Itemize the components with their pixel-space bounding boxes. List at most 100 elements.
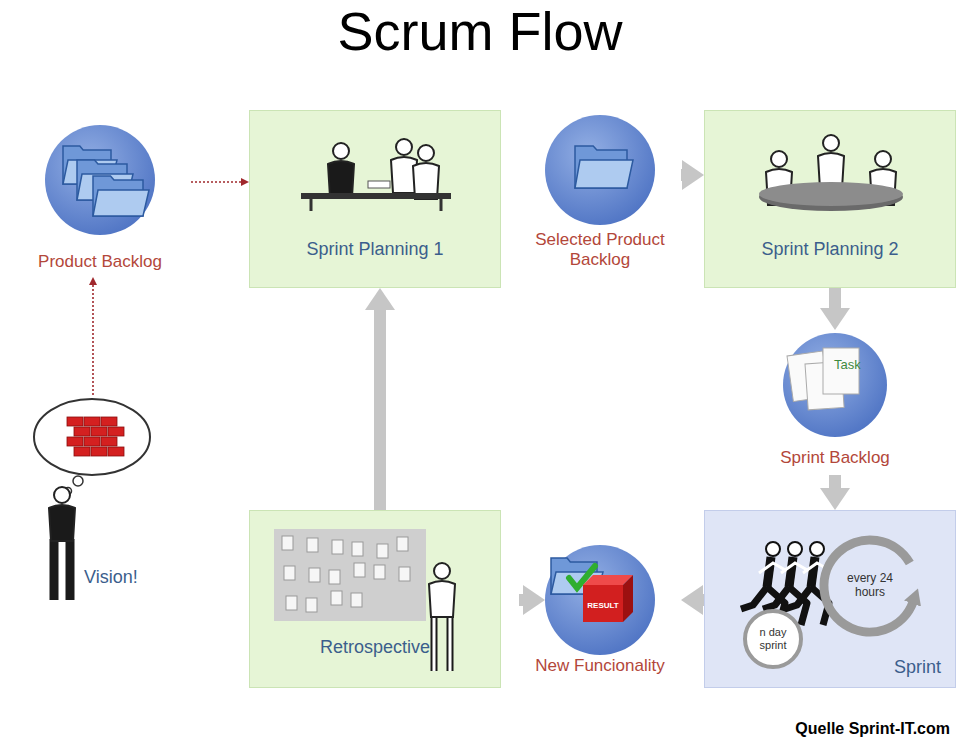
runner-head bbox=[766, 542, 780, 556]
thought-bubble bbox=[34, 399, 150, 475]
backlog-node: Sprint Backlog bbox=[759, 330, 911, 475]
node-label: Retrospective bbox=[250, 637, 500, 659]
dotted-arrow bbox=[92, 285, 94, 395]
brick bbox=[67, 417, 83, 426]
flow-arrow bbox=[681, 169, 682, 181]
backlog-circle bbox=[45, 125, 155, 235]
dotted-arrow bbox=[191, 181, 241, 183]
process-box: Sprint Planning 2 bbox=[704, 110, 956, 288]
folder-front bbox=[575, 160, 633, 188]
brick bbox=[67, 437, 83, 446]
person-head bbox=[54, 487, 70, 503]
runner-body bbox=[811, 557, 815, 587]
sticky-note bbox=[397, 537, 408, 551]
person-head bbox=[333, 143, 349, 159]
person-head bbox=[434, 563, 450, 579]
sticky-note bbox=[331, 591, 342, 605]
node-label: New Funcionality bbox=[519, 656, 681, 676]
flow-arrow bbox=[829, 288, 841, 308]
paper bbox=[368, 181, 390, 188]
brick bbox=[91, 447, 107, 456]
cube-label: RESULT bbox=[583, 601, 623, 610]
brick bbox=[84, 417, 100, 426]
node-label: Product Backlog bbox=[9, 252, 191, 272]
person-body bbox=[49, 505, 75, 541]
diagram-title: Scrum Flow bbox=[0, 0, 960, 62]
round-table bbox=[759, 182, 903, 206]
process-box: Sprint Planning 1 bbox=[249, 110, 501, 288]
table-legs bbox=[311, 199, 441, 211]
backlog-node: Selected Product Backlog bbox=[519, 112, 681, 277]
sticky-note bbox=[286, 596, 297, 610]
backlog-circle bbox=[545, 545, 655, 655]
brick bbox=[101, 437, 117, 446]
person-body bbox=[429, 581, 455, 617]
node-label: Sprint Backlog bbox=[759, 448, 911, 468]
label-holder: Task bbox=[834, 357, 870, 372]
sticky-note bbox=[306, 598, 317, 612]
node-label: Selected Product Backlog bbox=[519, 230, 681, 271]
runner-body bbox=[789, 557, 793, 587]
sprint-circle bbox=[745, 611, 801, 667]
cycle-arrow bbox=[824, 540, 913, 632]
sticky-note bbox=[354, 563, 365, 577]
result-cube-front bbox=[583, 585, 623, 622]
sticky-note bbox=[284, 566, 295, 580]
person-legs bbox=[434, 615, 450, 671]
process-box: Retrospective bbox=[249, 510, 501, 688]
person-legs bbox=[434, 615, 450, 671]
person-head bbox=[823, 135, 839, 151]
runner-body bbox=[767, 557, 771, 587]
sticky-note bbox=[329, 570, 340, 584]
brick bbox=[108, 427, 124, 436]
node-label: Vision! bbox=[14, 567, 176, 589]
round-table bbox=[759, 183, 903, 211]
node-illustration bbox=[711, 111, 951, 289]
runner-head bbox=[788, 542, 802, 556]
vision-figure: Vision! bbox=[14, 395, 176, 610]
board bbox=[274, 529, 426, 621]
flow-arrow bbox=[829, 475, 841, 488]
node-illustration bbox=[256, 511, 496, 689]
sticky-note bbox=[332, 540, 343, 554]
brick bbox=[74, 427, 90, 436]
person-head bbox=[771, 151, 787, 167]
label-holder: RESULT bbox=[583, 601, 623, 610]
sprint-box: Sprint every 24 hours n day sprint bbox=[704, 510, 956, 688]
thought-dot bbox=[73, 476, 83, 486]
node-label: Sprint bbox=[705, 657, 955, 679]
person-head bbox=[875, 151, 891, 167]
source-note: Quelle Sprint-IT.com bbox=[700, 720, 950, 738]
sticky-note bbox=[307, 538, 318, 552]
sticky-note bbox=[352, 542, 363, 556]
folder-front bbox=[93, 190, 149, 216]
table bbox=[301, 193, 451, 199]
brick bbox=[91, 427, 107, 436]
sticky-note bbox=[374, 565, 385, 579]
brick bbox=[84, 437, 100, 446]
flow-arrow bbox=[374, 310, 386, 510]
node-illustration bbox=[743, 609, 803, 669]
sticky-note bbox=[282, 536, 293, 550]
sticky-note bbox=[309, 568, 320, 582]
brick bbox=[74, 447, 90, 456]
person-body bbox=[328, 161, 354, 197]
brick bbox=[101, 417, 117, 426]
flow-arrow bbox=[519, 594, 523, 606]
runner-head bbox=[810, 542, 824, 556]
node-illustration bbox=[256, 111, 496, 289]
label-holder: Quelle Sprint-IT.com bbox=[700, 720, 950, 738]
person-legs bbox=[54, 539, 70, 600]
cycle-node: every 24 hours bbox=[815, 531, 925, 641]
card-label: Task bbox=[834, 357, 870, 372]
node-label: Sprint Planning 2 bbox=[705, 239, 955, 261]
person-head bbox=[396, 139, 412, 155]
backlog-circle bbox=[545, 115, 655, 225]
sticky-note bbox=[351, 593, 362, 607]
sticky-note bbox=[377, 544, 388, 558]
node-label: n day sprint bbox=[751, 626, 795, 652]
result-cube-side bbox=[623, 575, 633, 622]
node-label: every 24 hours bbox=[839, 571, 901, 600]
backlog-circle bbox=[783, 333, 887, 437]
